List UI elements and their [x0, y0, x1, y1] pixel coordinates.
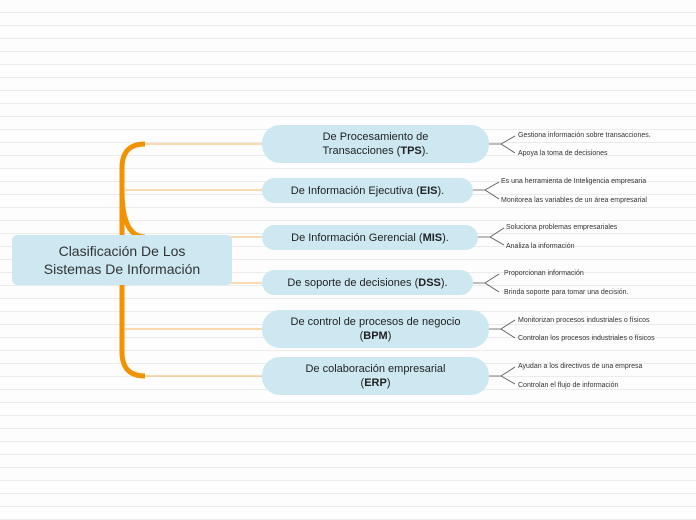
- leaf-mis-1[interactable]: Soluciona problemas empresariales: [506, 224, 618, 231]
- branch-label: De Información Gerencial (: [291, 231, 423, 244]
- branch-abbr: ERP: [364, 377, 387, 389]
- branch-suffix: ).: [442, 231, 449, 244]
- branch-label: De control de procesos de negocio (: [290, 316, 461, 342]
- branch-suffix: ): [387, 330, 392, 342]
- branch-node-tps[interactable]: De Procesamiento de Transacciones (TPS).: [262, 125, 489, 163]
- branch-abbr: EIS: [419, 184, 438, 197]
- branch-label: De colaboración empresarial (: [305, 363, 446, 389]
- branch-abbr: DSS: [418, 276, 441, 289]
- leaf-mis-2[interactable]: Analiza la información: [506, 243, 575, 250]
- branch-abbr: MIS: [422, 231, 443, 244]
- branch-abbr: TPS: [400, 145, 422, 157]
- branch-label: De Procesamiento de Transacciones (: [322, 131, 429, 157]
- leaf-bpm-1[interactable]: Monitorizan procesos industriales o físi…: [518, 317, 650, 324]
- branch-node-dss[interactable]: De soporte de decisiones (DSS).: [262, 270, 473, 295]
- leaf-connector-erp: [489, 366, 516, 385]
- leaf-connector-tps: [489, 135, 516, 154]
- leaf-erp-2[interactable]: Controlan el flujo de información: [518, 382, 619, 389]
- branch-suffix: ).: [437, 184, 445, 197]
- branch-abbr: BPM: [363, 330, 388, 342]
- leaf-connector-dss: [473, 273, 500, 293]
- branch-suffix: ).: [440, 276, 448, 289]
- branch-node-bpm[interactable]: De control de procesos de negocio (BPM): [262, 310, 489, 348]
- branch-label: De Información Ejecutiva (: [290, 184, 420, 197]
- branch-label: De soporte de decisiones (: [287, 276, 419, 289]
- leaf-dss-1[interactable]: Proporcionan información: [504, 270, 584, 277]
- leaf-bpm-2[interactable]: Controlan los procesos industriales o fí…: [518, 335, 655, 342]
- root-title-line-1: Clasificación De Los: [58, 243, 186, 259]
- root-title-line-2: Sistemas De Información: [43, 261, 201, 277]
- leaf-eis-1[interactable]: Es una herramienta de Inteligencia empre…: [501, 178, 647, 185]
- branch-suffix: ).: [421, 145, 429, 157]
- leaf-connector-eis: [473, 181, 500, 200]
- leaf-connector-mis: [478, 227, 505, 246]
- leaf-connector-bpm: [489, 319, 516, 339]
- branch-node-eis[interactable]: De Información Ejecutiva (EIS).: [262, 178, 473, 203]
- leaf-eis-2[interactable]: Monitorea las variables de un área empre…: [501, 197, 647, 204]
- branch-node-erp[interactable]: De colaboración empresarial (ERP): [262, 357, 489, 395]
- trunk-stub: [119, 189, 146, 240]
- leaf-dss-2[interactable]: Brinda soporte para tomar una decisión.: [504, 289, 629, 296]
- leaf-tps-1[interactable]: Gestiona información sobre transacciones…: [518, 132, 651, 139]
- root-topic[interactable]: Clasificación De Los Sistemas De Informa…: [12, 235, 232, 285]
- leaf-erp-1[interactable]: Ayudan a los directivos de una empresa: [518, 363, 643, 370]
- leaf-tps-2[interactable]: Apoya la toma de decisiones: [518, 150, 608, 157]
- branch-node-mis[interactable]: De Información Gerencial (MIS).: [262, 225, 478, 250]
- branch-suffix: ): [386, 377, 391, 389]
